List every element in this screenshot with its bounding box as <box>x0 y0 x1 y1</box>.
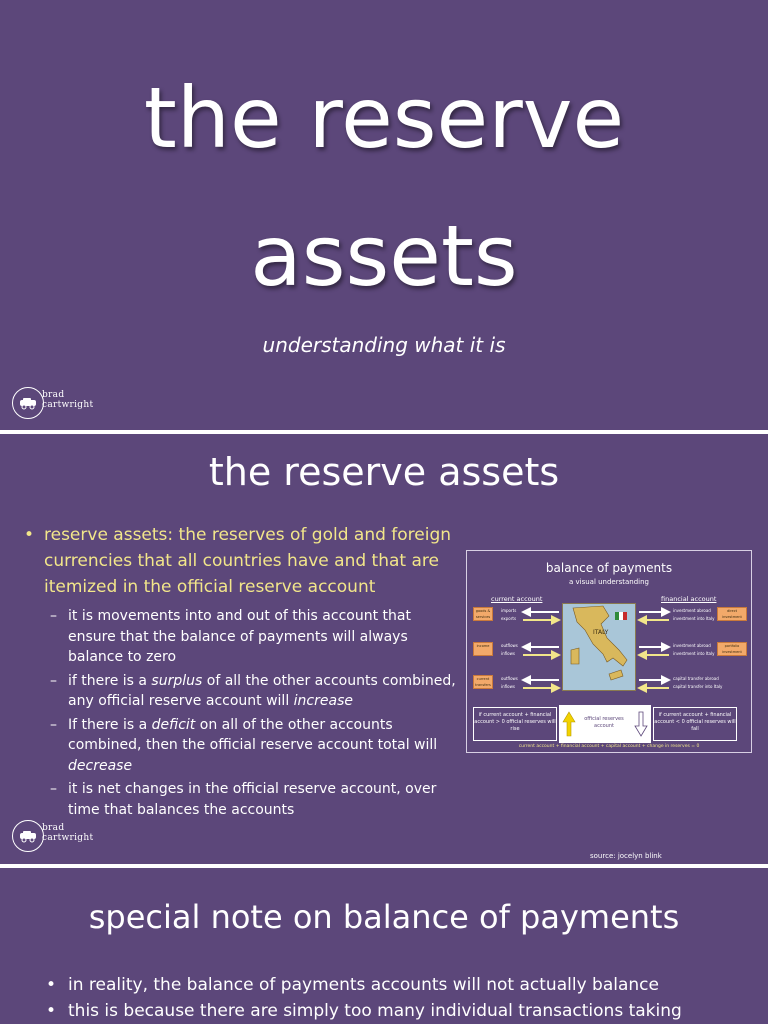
diagram-label: investment abroad <box>673 608 711 613</box>
diagram-label: investment into Italy <box>673 651 715 656</box>
logo-emblem-icon <box>12 820 44 852</box>
diagram-left-header: current account <box>491 595 543 603</box>
source-credit: source: jocelyn blink <box>590 852 662 860</box>
italy-map-icon: ITALY <box>562 603 636 691</box>
diagram-title: balance of payments <box>545 561 673 575</box>
diagram-label: imports <box>501 608 517 613</box>
brand-logo: brad cartwright <box>12 820 112 856</box>
sub-bullet: –it is movements into and out of this ac… <box>50 608 411 665</box>
sub-bullet: –if there is a surplus of all the other … <box>50 672 456 710</box>
bullet-item: this is because there are simply too man… <box>46 998 746 1024</box>
balance-of-payments-diagram: balance of payments a visual understandi… <box>466 550 752 753</box>
diagram-footer: current account + financial account + ca… <box>518 744 700 749</box>
sub-bullet: –it is net changes in the official reser… <box>50 781 437 818</box>
slide-title: the reserve assets <box>208 450 560 494</box>
diagram-box: direct investment <box>717 607 747 621</box>
sub-bullet-text: If there is a <box>68 716 152 733</box>
emphasis: increase <box>293 693 353 709</box>
diagram-label: capital transfer into Italy <box>673 684 723 689</box>
diagram-box: portfolio investment <box>717 642 747 656</box>
diagram-right-header: financial account <box>661 595 717 603</box>
reserves-label: official reserves account <box>584 716 624 729</box>
brand-logo: brad cartwright <box>12 387 112 423</box>
diagram-label: investment into Italy <box>673 616 715 621</box>
sub-bullet-text: if there is a <box>68 672 152 689</box>
diagram-box: goods & services <box>473 607 493 621</box>
logo-emblem-icon <box>12 387 44 419</box>
emphasis: decrease <box>68 757 133 774</box>
diagram-label: outflows <box>501 676 518 681</box>
sub-bullet-list: –it is movements into and out of this ac… <box>22 606 462 820</box>
logo-line2: cartwright <box>42 400 94 410</box>
bullet-item: in reality, the balance of payments acco… <box>46 972 746 998</box>
emphasis: deficit <box>151 716 196 733</box>
diagram-box: current transfers <box>473 675 493 689</box>
slide-title-line1: the reserve <box>143 69 625 167</box>
sub-bullet-text: on all of the other accounts combined, t… <box>68 716 438 754</box>
sub-bullet-text: of all the other accounts combined, any … <box>68 672 456 710</box>
diagram-subtitle: a visual understanding <box>568 578 650 586</box>
diagram-label: capital transfer abroad <box>673 676 719 681</box>
arrow-up-icon <box>562 711 576 737</box>
emphasis: surplus <box>151 672 203 689</box>
slide-subtitle: understanding what it is <box>262 333 506 357</box>
logo-line2: cartwright <box>42 833 94 843</box>
arrow-down-icon <box>634 711 648 737</box>
map-label: ITALY <box>593 629 609 636</box>
logo-line1: brad <box>42 390 65 400</box>
content-slide: special note on balance of payments in r… <box>0 868 768 1024</box>
diagram-arrows <box>521 607 671 693</box>
bullet-list: in reality, the balance of payments acco… <box>46 972 746 1024</box>
slide-title: special note on balance of payments <box>88 898 680 936</box>
diagram-label: investment abroad <box>673 643 711 648</box>
logo-text: brad cartwright <box>42 390 93 410</box>
title-slide: the reserve assets understanding what it… <box>0 0 768 430</box>
diagram-label: outflows <box>501 643 518 648</box>
diagram-rise-note: if current account + financial account >… <box>473 707 557 741</box>
sub-bullet-text: it is movements into and out of this acc… <box>68 608 411 665</box>
logo-text: brad cartwright <box>42 823 93 843</box>
diagram-label: exports <box>501 616 517 621</box>
diagram-box: income <box>473 642 493 656</box>
main-bullet: reserve assets: the reserves of gold and… <box>22 522 462 600</box>
diagram-fall-note: if current account + financial account <… <box>653 707 737 741</box>
diagram-reserves-box: official reserves account <box>559 705 651 743</box>
sub-bullet: –If there is a deficit on all of the oth… <box>50 716 438 774</box>
sub-bullet-text: it is net changes in the official reserv… <box>68 781 437 818</box>
bullet-list: reserve assets: the reserves of gold and… <box>22 522 462 823</box>
logo-line1: brad <box>42 823 65 833</box>
content-slide: the reserve assets reserve assets: the r… <box>0 434 768 864</box>
diagram-label: inflows <box>501 651 515 656</box>
slide-title-line2: assets <box>250 207 518 305</box>
diagram-label: inflows <box>501 684 515 689</box>
